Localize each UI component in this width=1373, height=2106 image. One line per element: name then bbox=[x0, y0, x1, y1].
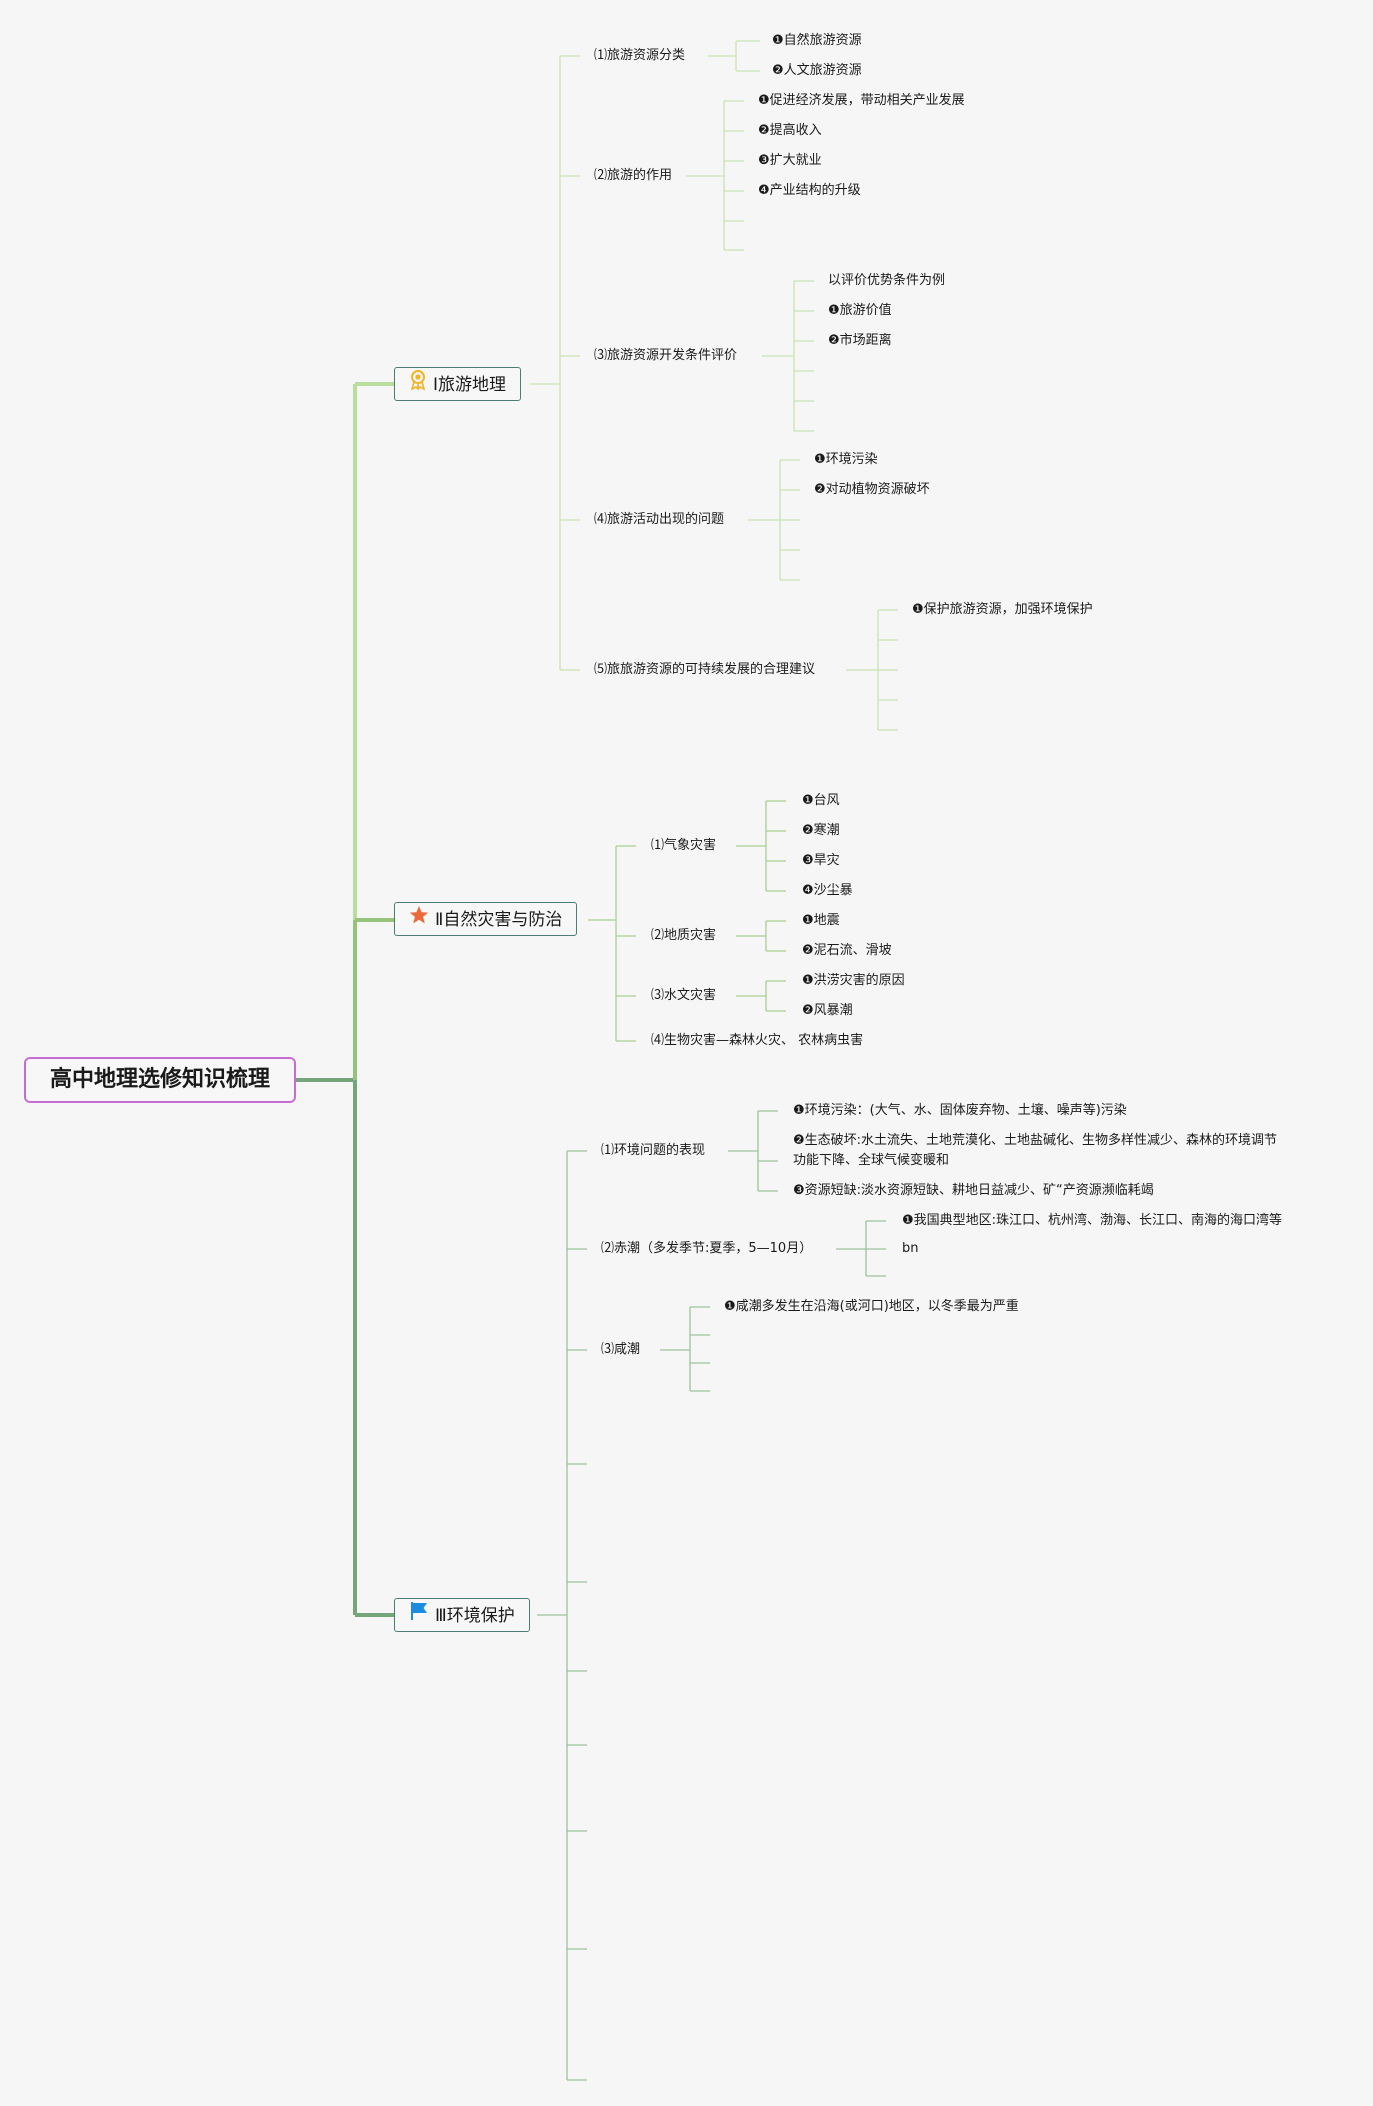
branch-title: Ⅲ环境保护 bbox=[435, 1606, 515, 1626]
flag-icon bbox=[409, 1599, 429, 1633]
leaf-item[interactable]: ❸扩大就业 bbox=[758, 153, 822, 168]
branch-title: Ⅰ旅游地理 bbox=[433, 375, 507, 395]
subtopic[interactable]: ⑸旅旅游资源的可持续发展的合理建议 bbox=[594, 662, 816, 677]
leaf-item[interactable]: ❶旅游价值 bbox=[828, 303, 892, 318]
leaf-item[interactable]: 以评价优势条件为例 bbox=[828, 273, 946, 288]
subtopic[interactable]: ⑴环境问题的表现 bbox=[601, 1143, 706, 1158]
leaf-item[interactable]: ❶咸潮多发生在沿海(或河口)地区，以冬季最为严重 bbox=[724, 1299, 1019, 1314]
subtopic[interactable]: ⑶水文灾害 bbox=[651, 988, 717, 1003]
leaf-item[interactable]: ❷市场距离 bbox=[828, 333, 892, 348]
root-topic[interactable]: 高中地理选修知识梳理 bbox=[24, 1057, 296, 1103]
leaf-item[interactable]: ❸旱灾 bbox=[802, 853, 840, 868]
branch-tourism-geography[interactable]: Ⅰ旅游地理 bbox=[394, 367, 522, 402]
subtopic[interactable]: ⑴气象灾害 bbox=[651, 838, 717, 853]
branch-environmental-protection[interactable]: Ⅲ环境保护 bbox=[394, 1598, 530, 1632]
leaf-item[interactable]: ❶洪涝灾害的原因 bbox=[802, 973, 905, 988]
leaf-item[interactable]: ❶我国典型地区:珠江口、杭州湾、渤海、长江口、南海的海口湾等 bbox=[902, 1213, 1283, 1228]
leaf-item[interactable]: ❶促进经济发展，带动相关产业发展 bbox=[758, 93, 965, 108]
subtopic[interactable]: ⑵旅游的作用 bbox=[594, 168, 673, 183]
branch-natural-disasters[interactable]: Ⅱ自然灾害与防治 bbox=[394, 902, 578, 937]
subtopic[interactable]: ⑵地质灾害 bbox=[651, 928, 717, 943]
leaf-item[interactable]: bn bbox=[902, 1241, 919, 1256]
subtopic[interactable]: ⑵赤潮（多发季节:夏季，5—10月） bbox=[601, 1241, 813, 1256]
subtopic[interactable]: ⑷生物灾害—森林火灾、 农林病虫害 bbox=[651, 1033, 864, 1048]
leaf-item[interactable]: ❷寒潮 bbox=[802, 823, 840, 838]
leaf-item[interactable]: ❶环境污染：(大气、水、固体废弃物、土壤、噪声等)污染 bbox=[793, 1103, 1127, 1118]
award-icon bbox=[409, 368, 427, 402]
subtopic[interactable]: ⑴旅游资源分类 bbox=[594, 48, 686, 63]
branch-title: Ⅱ自然灾害与防治 bbox=[435, 910, 563, 930]
leaf-item[interactable]: ❷风暴潮 bbox=[802, 1003, 853, 1018]
leaf-item[interactable]: ❷生态破坏:水土流失、土地荒漠化、土地盐碱化、生物多样性减少、森林的环境调节功能… bbox=[793, 1133, 1278, 1168]
subtopic[interactable]: ⑶咸潮 bbox=[601, 1342, 641, 1357]
leaf-item[interactable]: ❶环境污染 bbox=[814, 452, 878, 467]
leaf-item[interactable]: ❷泥石流、滑坡 bbox=[802, 943, 892, 958]
star-icon bbox=[409, 903, 429, 937]
leaf-item[interactable]: ❹沙尘暴 bbox=[802, 883, 853, 898]
leaf-item[interactable]: ❶保护旅游资源，加强环境保护 bbox=[912, 602, 1093, 617]
leaf-item[interactable]: ❸资源短缺:淡水资源短缺、耕地日益减少、矿“产资源濒临耗竭 bbox=[793, 1183, 1154, 1198]
leaf-item[interactable]: ❷提高收入 bbox=[758, 123, 822, 138]
leaf-item[interactable]: ❶地震 bbox=[802, 913, 840, 928]
leaf-item[interactable]: ❷人文旅游资源 bbox=[772, 63, 862, 78]
subtopic[interactable]: ⑷旅游活动出现的问题 bbox=[594, 512, 725, 527]
leaf-item[interactable]: ❷对动植物资源破坏 bbox=[814, 482, 930, 497]
leaf-item[interactable]: ❶台风 bbox=[802, 793, 840, 808]
subtopic[interactable]: ⑶旅游资源开发条件评价 bbox=[594, 348, 738, 363]
leaf-item[interactable]: ❹产业结构的升级 bbox=[758, 183, 861, 198]
leaf-item[interactable]: ❶自然旅游资源 bbox=[772, 33, 862, 48]
